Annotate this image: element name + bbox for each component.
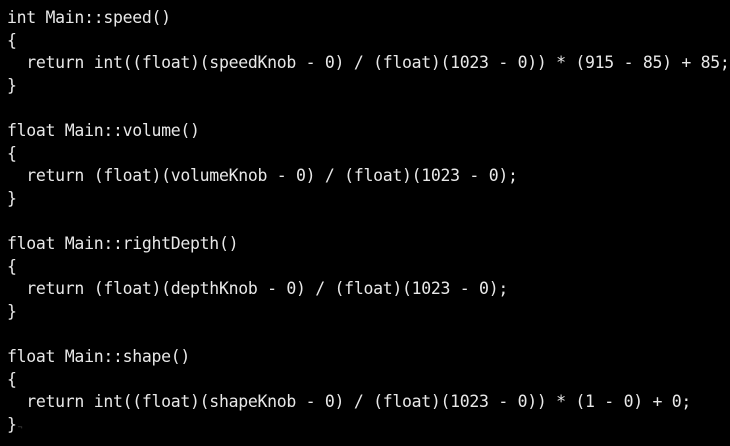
code-line: return int((float)(shapeKnob - 0) / (flo… bbox=[7, 392, 692, 412]
code-line: return (float)(depthKnob - 0) / (float)(… bbox=[7, 279, 508, 299]
code-line bbox=[7, 97, 730, 120]
code-line: float Main::volume() bbox=[7, 120, 200, 140]
code-line bbox=[7, 323, 730, 346]
code-line: float Main::rightDepth() bbox=[7, 233, 239, 253]
code-line: return int((float)(speedKnob - 0) / (flo… bbox=[7, 53, 730, 73]
code-line: { bbox=[7, 256, 17, 276]
partially-visible-line bbox=[0, 438, 720, 446]
code-line-last: }¬ bbox=[7, 414, 730, 437]
code-line bbox=[7, 210, 730, 233]
code-line: { bbox=[7, 143, 17, 163]
code-line: } bbox=[7, 188, 17, 208]
code-line: { bbox=[7, 30, 17, 50]
code-line: } bbox=[7, 301, 17, 321]
code-line: float Main::shape() bbox=[7, 346, 191, 366]
code-line: return (float)(volumeKnob - 0) / (float)… bbox=[7, 166, 518, 186]
code-line: { bbox=[7, 369, 17, 389]
closing-brace: } bbox=[7, 414, 17, 434]
code-view[interactable]: int Main::speed(){ return int((float)(sp… bbox=[7, 7, 730, 436]
code-line: } bbox=[7, 75, 17, 95]
end-of-line-marker-icon: ¬ bbox=[17, 422, 23, 432]
code-line: int Main::speed() bbox=[7, 8, 171, 27]
